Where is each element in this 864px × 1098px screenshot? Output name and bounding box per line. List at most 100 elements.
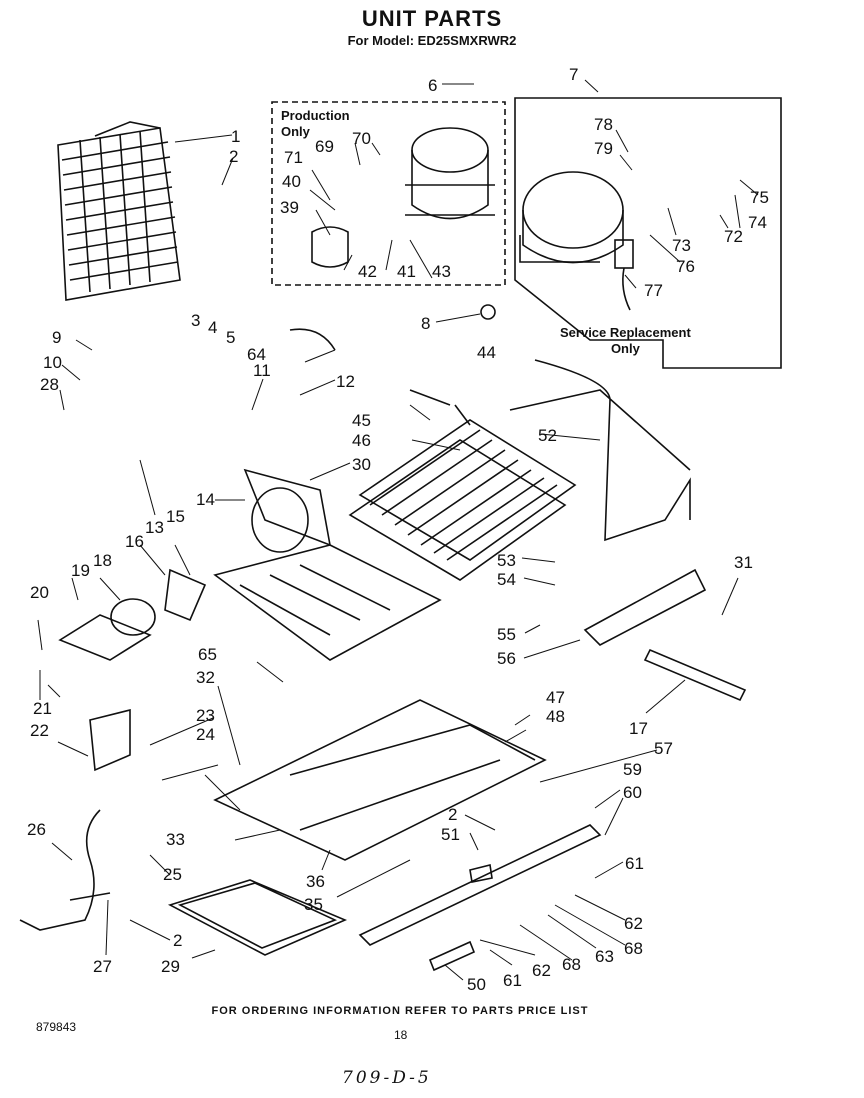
evaporator-coil: [57, 121, 181, 301]
callout-36: 36: [306, 872, 325, 891]
condenser-loop-tube: [509, 359, 691, 542]
callout-13: 13: [145, 518, 164, 537]
production-only-label: Production Only: [281, 108, 350, 139]
callout-27: 27: [93, 957, 112, 976]
fan-motor: [58, 568, 207, 661]
callout-75: 75: [750, 188, 769, 207]
callout-73: 73: [672, 236, 691, 255]
callout-72: 72: [724, 227, 743, 246]
callout-31: 31: [734, 553, 753, 572]
callout-29: 29: [161, 957, 180, 976]
callout-2-lower-left: 2: [173, 931, 182, 950]
callout-26: 26: [27, 820, 46, 839]
callout-1: 1: [231, 127, 240, 146]
callout-62-lower: 62: [532, 961, 551, 980]
callout-32: 32: [196, 668, 215, 687]
document-number: 879843: [36, 1020, 77, 1034]
callout-42: 42: [358, 262, 377, 281]
callout-4: 4: [208, 318, 217, 337]
callout-33: 33: [166, 830, 185, 849]
callout-20: 20: [30, 583, 49, 602]
service-compressor: [519, 171, 634, 311]
callout-47: 47: [546, 688, 565, 707]
power-cord: [19, 809, 101, 931]
callout-2: 2: [229, 147, 238, 166]
callout-68-right: 68: [624, 939, 643, 958]
model-subtitle: For Model: ED25SMXRWR2: [347, 33, 517, 48]
base-frame: [213, 699, 602, 946]
bracket-56: [583, 568, 707, 646]
production-only-box: [271, 101, 506, 286]
callout-68-lower: 68: [562, 955, 581, 974]
callout-5: 5: [226, 328, 235, 347]
callout-74: 74: [748, 213, 767, 232]
callout-18: 18: [93, 551, 112, 570]
service-replacement-box: [514, 97, 782, 369]
callout-71: 71: [284, 148, 303, 167]
tie-strap: [643, 648, 747, 702]
callout-25: 25: [163, 865, 182, 884]
callout-14: 14: [196, 490, 215, 509]
callout-28: 28: [40, 375, 59, 394]
callout-48: 48: [546, 707, 565, 726]
callout-51: 51: [441, 825, 460, 844]
callout-78: 78: [594, 115, 613, 134]
drain-pan: [167, 879, 348, 956]
leader-lines: [37, 79, 759, 981]
junction-box: [89, 708, 131, 772]
callout-7: 7: [569, 65, 578, 84]
callout-21: 21: [33, 699, 52, 718]
callout-30: 30: [352, 455, 371, 474]
ordering-note: FOR ORDERING INFORMATION REFER TO PARTS …: [211, 1005, 589, 1017]
fan-bracket: [213, 468, 442, 661]
callout-61-lower: 61: [503, 971, 522, 990]
callout-79: 79: [594, 139, 613, 158]
callout-9: 9: [52, 328, 61, 347]
callout-55: 55: [497, 625, 516, 644]
page-title: UNIT PARTS: [361, 6, 503, 31]
callout-40: 40: [282, 172, 301, 191]
clip-64: [289, 328, 336, 351]
callout-59: 59: [623, 760, 642, 779]
callout-64: 64: [247, 345, 266, 364]
callout-50: 50: [467, 975, 486, 994]
callout-8: 8: [421, 314, 430, 333]
callout-70: 70: [352, 129, 371, 148]
callout-15: 15: [166, 507, 185, 526]
callout-56: 56: [497, 649, 516, 668]
callout-2-center: 2: [448, 805, 457, 824]
callout-69: 69: [315, 137, 334, 156]
callout-54: 54: [497, 570, 516, 589]
callout-43: 43: [432, 262, 451, 281]
callout-17: 17: [629, 719, 648, 738]
page-number: 18: [394, 1028, 408, 1042]
callout-41: 41: [397, 262, 416, 281]
callout-12: 12: [336, 372, 355, 391]
callout-11: 11: [253, 361, 271, 380]
callout-60: 60: [623, 783, 642, 802]
callout-53: 53: [497, 551, 516, 570]
callout-62-right: 62: [624, 914, 643, 933]
callout-23: 23: [196, 706, 215, 725]
condenser-coil: [348, 419, 577, 581]
callout-61-right: 61: [625, 854, 644, 873]
callout-3: 3: [191, 311, 200, 330]
callout-6: 6: [428, 76, 437, 95]
tube-50: [428, 940, 476, 972]
callout-labels: 1 2 3 4 5 6 7 8 9 10 28 11 12 13 14 15 1…: [27, 65, 769, 994]
callout-16: 16: [125, 532, 144, 551]
production-compressor: [311, 127, 495, 268]
callout-57: 57: [654, 739, 673, 758]
service-replacement-label: Service Replacement Only: [560, 325, 691, 356]
callout-63: 63: [595, 947, 614, 966]
callout-19: 19: [71, 561, 90, 580]
drier-tube: [409, 389, 471, 426]
callout-10: 10: [43, 353, 62, 372]
callout-46: 46: [352, 431, 371, 450]
grommet-8: [480, 304, 496, 320]
callout-77: 77: [644, 281, 663, 300]
handwritten-note: 709-D-5: [342, 1068, 432, 1088]
callout-76: 76: [676, 257, 695, 276]
callout-35: 35: [304, 895, 323, 914]
